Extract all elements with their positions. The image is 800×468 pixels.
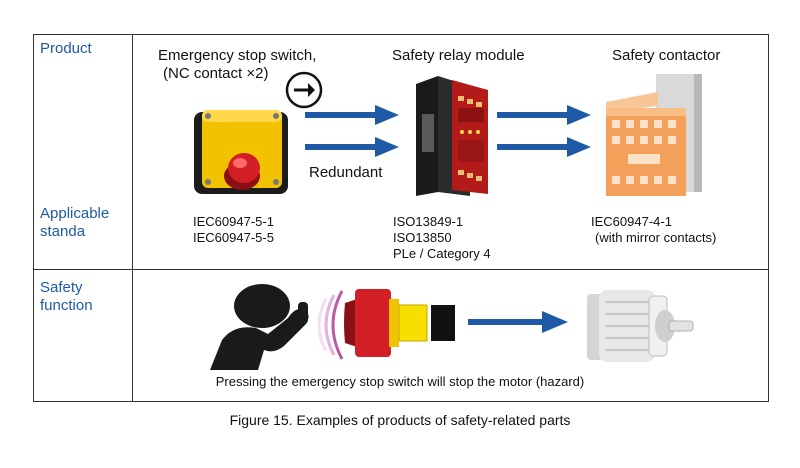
motor-icon <box>587 290 694 362</box>
stop-motor-arrow <box>468 311 568 333</box>
row-label-standards: Applicable standa <box>40 205 110 240</box>
person-silhouette-icon <box>210 284 309 370</box>
standards-safety-relay: ISO13849-1 ISO13850 PLe / Category 4 <box>393 214 491 262</box>
emergency-stop-switch-image <box>194 110 288 194</box>
standard-item: IEC60947-4-1 <box>591 214 672 229</box>
safety-contactor-image <box>606 74 702 196</box>
row-label-safety-function: Safety function <box>40 279 93 314</box>
standard-item: (with mirror contacts) <box>595 230 717 245</box>
standard-item: ISO13849-1 <box>393 214 464 229</box>
redundant-arrows <box>305 105 399 157</box>
standard-item: IEC60947-5-1 <box>193 214 274 229</box>
row-label-product: Product <box>40 40 92 57</box>
press-motion-waves <box>318 290 344 360</box>
output-arrows <box>497 105 591 157</box>
safety-relay-module-image <box>416 76 488 196</box>
table-frame <box>33 34 769 402</box>
product-title-safety-contactor: Safety contactor <box>612 47 721 64</box>
standards-safety-contactor: IEC60947-4-1 (with mirror contacts) <box>591 214 716 246</box>
standards-emergency-stop: IEC60947-5-1 IEC60947-5-5 <box>193 214 274 246</box>
stop-button-side-view <box>344 289 455 357</box>
standard-item: IEC60947-5-5 <box>193 230 274 245</box>
product-title-emergency-stop: Emergency stop switch, <box>158 47 317 64</box>
arrow-right-circle-icon <box>285 71 323 109</box>
product-subtitle-emergency-stop: (NC contact ×2) <box>163 65 269 82</box>
column-divider <box>132 34 133 402</box>
redundant-label: Redundant <box>309 164 383 181</box>
row-divider <box>33 269 769 270</box>
figure-caption: Figure 15. Examples of products of safet… <box>229 412 571 428</box>
standard-item: ISO13850 <box>393 230 452 245</box>
safety-function-caption: Pressing the emergency stop switch will … <box>215 374 585 389</box>
product-title-safety-relay: Safety relay module <box>392 47 525 64</box>
standard-item: PLe / Category 4 <box>393 246 491 261</box>
